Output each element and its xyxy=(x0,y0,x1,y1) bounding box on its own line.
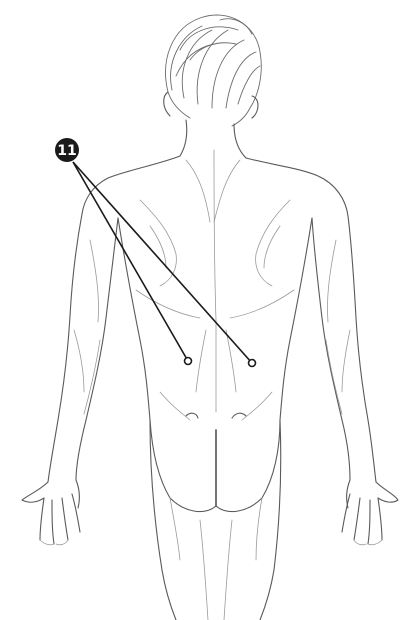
acupoint-right-marker xyxy=(249,360,256,367)
leader-line-right xyxy=(73,162,252,363)
callout-number: 11 xyxy=(57,143,76,159)
leader-line-left xyxy=(73,162,188,361)
body-sketch xyxy=(22,15,398,620)
acupoint-left-marker xyxy=(185,358,192,365)
callout-11: 11 xyxy=(55,138,256,367)
hair xyxy=(166,15,262,126)
